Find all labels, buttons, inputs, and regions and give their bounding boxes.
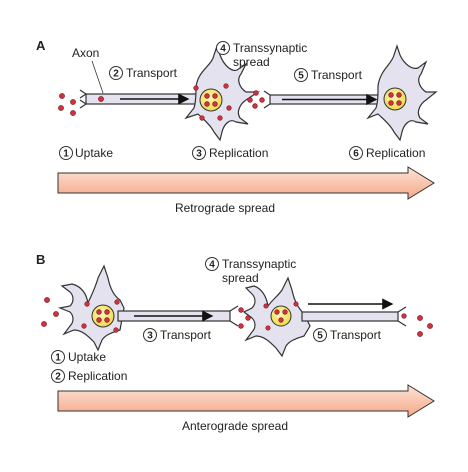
particles-b-exit [417,315,433,337]
step-a-2: 2 Transport [109,66,178,80]
panel-a: A Axon [36,38,438,215]
neuron-a1 [79,44,260,142]
svg-text:3: 3 [147,331,153,342]
step-b-4: 4 Transsynaptic spread [205,257,296,285]
svg-text:2: 2 [55,372,61,383]
svg-text:Transport: Transport [160,328,212,342]
panel-a-letter: A [36,38,46,53]
axon-pointer-line [91,60,104,94]
retrograde-arrow [57,166,435,200]
step-a-5: 5 Transport [294,68,363,82]
svg-text:spread: spread [222,271,259,285]
svg-text:4: 4 [220,44,226,55]
svg-text:Transsynaptic: Transsynaptic [222,257,296,271]
particles-b-synapse [238,307,251,329]
neuron-b2 [242,276,407,358]
svg-text:Transport: Transport [311,68,363,82]
step-a-6: 6 Replication [349,146,425,160]
particles-b-uptake [41,297,59,327]
svg-text:Replication: Replication [209,146,268,160]
particles-a-synapse [247,90,265,109]
panel-b-letter: B [36,252,45,267]
anterograde-label: Anterograde spread [182,419,288,433]
step-a-4: 4 Transsynaptic spread [216,41,307,69]
neuron-a2 [263,44,438,142]
particles-a-uptake [58,93,76,116]
svg-text:Replication: Replication [366,146,425,160]
step-b-5: 5 Transport [313,328,382,342]
retrograde-label: Retrograde spread [175,201,275,215]
svg-text:6: 6 [353,149,359,160]
step-b-2: 2 Replication [51,369,127,383]
svg-text:Transport: Transport [126,66,178,80]
neuron-b1 [57,264,239,352]
svg-text:Transsynaptic: Transsynaptic [233,41,307,55]
svg-text:Uptake: Uptake [75,146,113,160]
svg-text:Replication: Replication [68,369,127,383]
svg-text:Transport: Transport [330,328,382,342]
anterograde-arrow [57,384,435,418]
svg-text:5: 5 [317,331,323,342]
svg-text:2: 2 [113,69,119,80]
svg-text:4: 4 [209,260,215,271]
step-a-1: 1 Uptake [59,146,113,160]
svg-text:5: 5 [298,71,304,82]
step-b-1: 1 Uptake [51,350,106,364]
svg-text:spread: spread [233,55,270,69]
svg-text:3: 3 [196,149,202,160]
step-a-3: 3 Replication [192,146,268,160]
svg-text:1: 1 [63,149,69,160]
axon-label: Axon [72,46,99,60]
step-b-3: 3 Transport [143,328,212,342]
panel-b: B [36,252,435,433]
svg-text:1: 1 [55,353,61,364]
svg-text:Uptake: Uptake [68,350,106,364]
